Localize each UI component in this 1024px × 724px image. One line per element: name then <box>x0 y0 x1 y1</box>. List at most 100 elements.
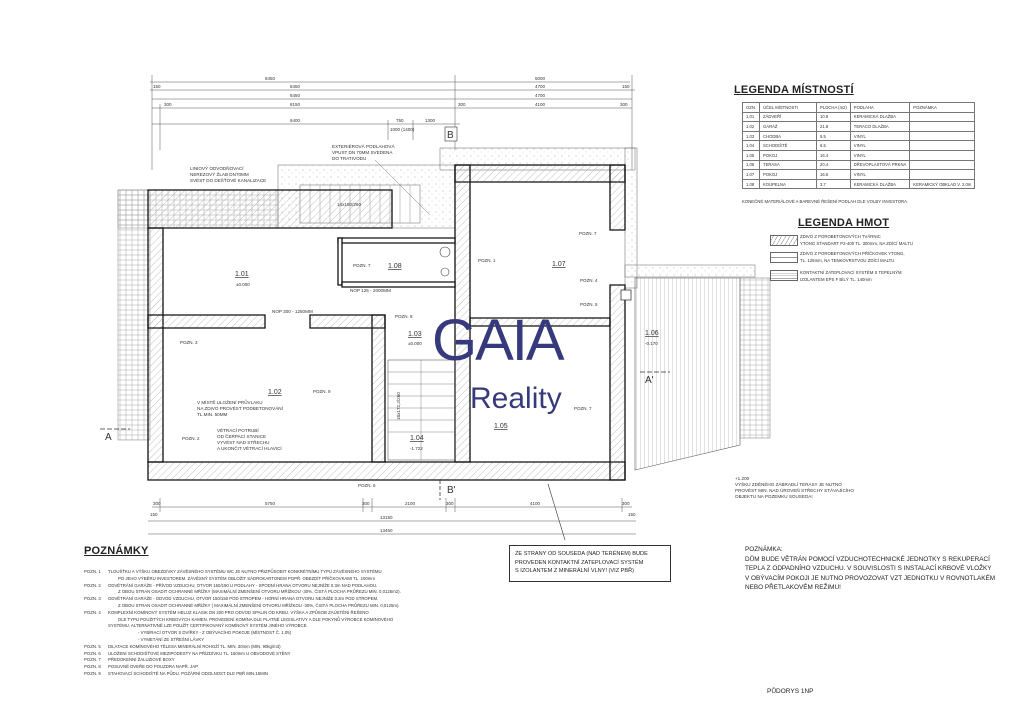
svg-text:POZN. 4: POZN. 4 <box>580 278 598 283</box>
cell: KERAMICKÝ OBKLAD V. 2.0m <box>909 178 976 190</box>
svg-text:POZN. 6: POZN. 6 <box>358 483 376 488</box>
svg-text:300: 300 <box>446 501 454 506</box>
svg-text:4700: 4700 <box>535 93 546 98</box>
cell <box>909 111 976 123</box>
note-line: TLOUŠŤKU A VÝŠKU OBEZDÍVKY ZÁVĚSNÉHO SYS… <box>108 569 382 574</box>
legend-material-line: TL. 125mm, NA TENKOVRSTVOU ZDÍCÍ MALTU <box>800 257 895 263</box>
cell: VINYL <box>849 169 911 180</box>
svg-text:POZN. 1: POZN. 1 <box>478 258 496 263</box>
svg-text:±0.000: ±0.000 <box>408 341 422 346</box>
svg-text:4100: 4100 <box>535 102 546 107</box>
svg-text:POZN. 2: POZN. 2 <box>182 436 200 441</box>
cell <box>909 159 976 171</box>
note-line: DILATACE KOMÍNOVÉHO TĚLESA MINERÁLNÍ ROH… <box>108 643 281 649</box>
header-cell: POZNÁMKA <box>909 102 976 113</box>
svg-text:1.07: 1.07 <box>552 261 566 268</box>
cell: POKOJ <box>759 149 818 161</box>
svg-text:NA ZDIVO PROVÉST PODBETONOVÁNÍ: NA ZDIVO PROVÉST PODBETONOVÁNÍ <box>197 405 284 411</box>
svg-text:A': A' <box>645 375 654 386</box>
cell: KERAMICKÁ DLAŽBA <box>849 111 911 123</box>
cell: 1.07 <box>741 169 761 180</box>
table-header-row: OZN. ÚČEL MÍSTNOSTI PLOCHA (m2) PODLAHA … <box>741 102 976 113</box>
cell <box>909 140 976 151</box>
svg-text:VYVÉST NAD STŘECHU: VYVÉST NAD STŘECHU <box>217 438 270 445</box>
note-line: Z OBOU STRAN OSADIT OCHRANNÉ MŘÍŽKY (MAX… <box>118 589 401 595</box>
note-item: POZN. 5 DILATACE KOMÍNOVÉHO TĚLESA MINERÁ… <box>84 644 401 651</box>
note-key: POZN. 8 <box>84 664 101 670</box>
svg-text:-1.722: -1.722 <box>410 446 423 451</box>
legend-rooms-title: LEGENDA MÍSTNOSTÍ <box>734 84 854 96</box>
svg-text:14x180/260: 14x180/260 <box>337 202 361 207</box>
svg-text:8150: 8150 <box>290 102 301 107</box>
svg-text:300: 300 <box>164 102 172 107</box>
svg-text:VĚTRACÍ POTRUBÍ: VĚTRACÍ POTRUBÍ <box>217 426 259 433</box>
cell: DŘEVOPLASTOVÁ PRKNA <box>849 159 911 171</box>
note-key: POZN. 7 <box>84 657 101 663</box>
interior-stair-treads <box>388 360 455 460</box>
svg-text:Reality: Reality <box>470 382 562 415</box>
cell: TERASA <box>759 159 818 171</box>
svg-text:5000: 5000 <box>535 76 546 81</box>
cell: 1.01 <box>741 111 761 123</box>
dimension-labels-top: 8450 5000 150 8450 4700 150 8450 4700 30… <box>153 76 630 132</box>
cell: VINYL <box>849 130 911 142</box>
note-line: DLE TYPU POUŽITÝCH KRBOVÝCH KAMEN. PROVE… <box>118 616 394 622</box>
svg-text:13150: 13150 <box>380 515 393 520</box>
svg-text:A UKONČIT VĚTRACÍ HLAVICÍ: A UKONČIT VĚTRACÍ HLAVICÍ <box>217 444 282 451</box>
note-line: DŮM BUDE VĚTRÁN POMOCÍ VZDUCHOTECHNICKÉ … <box>745 555 990 563</box>
note-key: POZN. 4 <box>84 609 101 615</box>
gaia-reality-logo: GAIA Reality <box>432 308 567 415</box>
cell <box>909 169 976 180</box>
legend-materials-title: LEGENDA HMOT <box>798 217 890 229</box>
svg-text:150: 150 <box>622 84 630 89</box>
washbasin-icon <box>439 246 451 258</box>
svg-text:OBJEKTU NA POZEMKU SOUSEDA!: OBJEKTU NA POZEMKU SOUSEDA! <box>735 494 813 499</box>
legend-rooms-table: OZN. ÚČEL MÍSTNOSTI PLOCHA (m2) PODLAHA … <box>741 102 976 190</box>
svg-text:150: 150 <box>153 84 161 89</box>
svg-text:4700: 4700 <box>535 84 546 89</box>
cell: 5.5 <box>816 130 851 142</box>
note-key: POZN. 1 <box>84 569 101 574</box>
note-line: - VYMETÁNÍ ZE STŘEŠNÍ LÁVKY <box>138 636 205 642</box>
note-line: ODVĚTRÁNÍ GARÁŽE - ODVOD VZDUCHU, OTVOR … <box>108 596 379 602</box>
note-key: POZN. 2 <box>84 582 101 588</box>
cell: 6.5 <box>816 140 851 151</box>
chimney-icon <box>620 289 632 301</box>
cell: 20.4 <box>816 159 851 171</box>
legend-material-line: KONTAKTNÍ ZATEPLOVACÍ SYSTÉM S TEPELNÝM <box>800 270 902 275</box>
svg-text:18x172,2/260: 18x172,2/260 <box>396 392 401 420</box>
note-line: S IZOLANTEM Z MINERÁLNÍ VLNY! (VIZ PBŘ) <box>515 568 635 574</box>
legend-rooms-footnote: KONEČNÉ MATERIÁLOVÉ A BAREVNÉ ŘEŠENÍ POD… <box>742 199 909 204</box>
note-item: POZN. 2 ODVĚTRÁNÍ GARÁŽE - PŘÍVOD VZDUCHU… <box>84 583 401 597</box>
room-labels: 1.01 ±0.000 1.02 1.03 ±0.000 1.04 -1.722… <box>235 261 659 451</box>
dimension-lines-top <box>150 75 635 170</box>
svg-text:1.02: 1.02 <box>268 389 282 396</box>
cell <box>909 121 976 132</box>
terrace-deck <box>634 277 741 471</box>
cell: VINYL <box>849 140 911 151</box>
cell: KOUPELNA <box>759 178 818 190</box>
svg-text:1.08: 1.08 <box>388 263 402 270</box>
svg-text:POZN. 5: POZN. 5 <box>580 302 598 307</box>
svg-text:1300: 1300 <box>425 118 436 123</box>
paving-left <box>117 189 151 441</box>
ventilation-note: POZNÁMKA: DŮM BUDE VĚTRÁN POMOCÍ VZDUCHO… <box>745 545 995 593</box>
svg-text:2100: 2100 <box>405 501 416 506</box>
legend-material-2: ZDIVO Z POROBETONOVÝCH PŘÍČKOVEK YTONG,T… <box>800 251 905 264</box>
note-line: - VYBÍRACÍ OTVOR S DVÍŘKY - Z OBÝVACÍHO … <box>138 630 292 636</box>
svg-text:TL.MIN. 50MM: TL.MIN. 50MM <box>197 412 228 417</box>
note-key: POZN. 5 <box>84 643 101 649</box>
note-key: POZN. 6 <box>84 650 101 656</box>
swatch-insulation <box>770 270 798 281</box>
svg-text:8450: 8450 <box>265 76 276 81</box>
note-line: ODVĚTRÁNÍ GARÁŽE - PŘÍVOD VZDUCHU, OTVOR… <box>108 582 378 588</box>
note-line: STAHOVACÍ SCHODIŠTĚ NA PŮDU, POŽÁRNÍ ODO… <box>108 670 268 676</box>
header-cell: PODLAHA <box>849 102 911 113</box>
cell: GARÁŽ <box>759 121 818 132</box>
